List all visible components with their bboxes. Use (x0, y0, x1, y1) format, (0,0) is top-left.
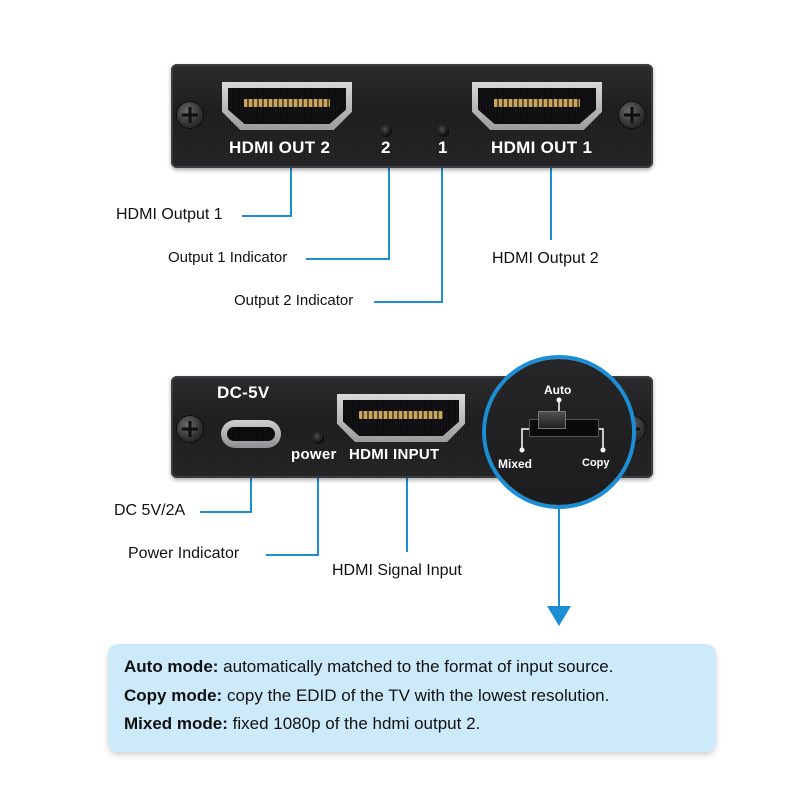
screw-icon (177, 102, 203, 128)
leader-hdmi-output-1 (242, 165, 292, 217)
arrow-down-icon (547, 606, 571, 626)
callout-output-2-indicator: Output 2 Indicator (234, 292, 354, 309)
info-line-auto: Auto mode: automatically matched to the … (124, 653, 716, 682)
hdmi-out-2-label: HDMI OUT 2 (229, 138, 331, 157)
dc-5v-label: DC-5V (217, 383, 270, 402)
callout-hdmi-output-2: HDMI Output 2 (492, 250, 599, 267)
info-line-copy: Copy mode: copy the EDID of the TV with … (124, 682, 716, 711)
mixed-mode-desc: fixed 1080p of the hdmi output 2. (227, 714, 481, 733)
switch-mixed-label: Mixed (498, 457, 533, 471)
switch-copy-label: Copy (582, 457, 610, 469)
mixed-mode-title: Mixed mode: (124, 714, 228, 733)
hdmi-input-port (337, 394, 465, 442)
info-line-mixed: Mixed mode: fixed 1080p of the hdmi outp… (124, 710, 716, 739)
dc-power-jack (221, 420, 281, 448)
auto-mode-title: Auto mode: (124, 657, 219, 676)
leader-output-2-indicator (374, 165, 443, 303)
switch-pointer-lines (519, 397, 606, 453)
callout-hdmi-signal-input: HDMI Signal Input (332, 562, 462, 579)
mode-switch-zoom: Auto Mixed Copy (482, 355, 636, 509)
copy-mode-title: Copy mode: (124, 685, 223, 705)
callout-output-1-indicator: Output 1 Indicator (168, 249, 288, 266)
mode-switch-knob[interactable] (538, 411, 566, 429)
output-2-led (380, 125, 392, 137)
mode-info-box: Auto mode: automatically matched to the … (108, 644, 716, 752)
leader-power-indicator (266, 452, 319, 556)
copy-mode-desc: copy the EDID of the TV with the lowest … (222, 685, 610, 705)
auto-mode-desc: automatically matched to the format of i… (218, 657, 614, 676)
power-label: power (291, 446, 337, 463)
callout-power-indicator: Power Indicator (128, 545, 240, 562)
indicator-1-number: 1 (438, 138, 448, 157)
switch-auto-label: Auto (544, 383, 572, 397)
screw-icon (177, 416, 203, 442)
hdmi-out-2-port (222, 82, 352, 130)
callout-hdmi-output-1: HDMI Output 1 (116, 206, 223, 223)
callout-dc: DC 5V/2A (114, 502, 186, 519)
screw-icon (619, 102, 645, 128)
power-led (312, 432, 324, 444)
top-panel: HDMI OUT 2 2 1 HDMI OUT 1 (171, 64, 653, 168)
hdmi-input-label: HDMI INPUT (349, 446, 440, 463)
indicator-2-number: 2 (381, 138, 391, 157)
output-1-led (437, 125, 449, 137)
hdmi-out-1-label: HDMI OUT 1 (491, 138, 593, 157)
leader-output-1-indicator (306, 165, 390, 260)
hdmi-out-1-port (472, 82, 602, 130)
